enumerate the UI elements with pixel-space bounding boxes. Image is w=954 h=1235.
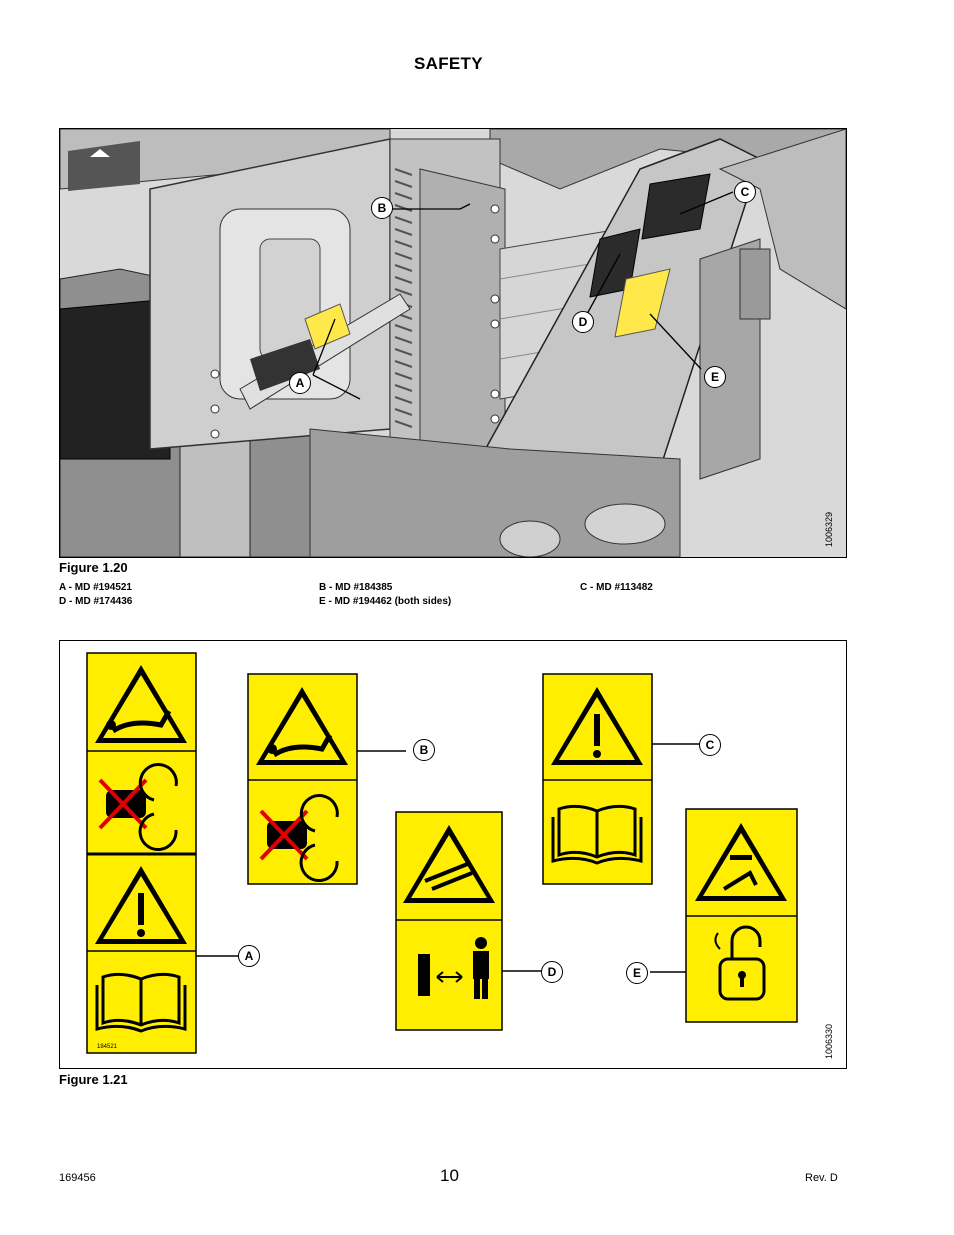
machine-drawing: [60, 129, 846, 557]
decal-callout-c: C: [699, 734, 721, 756]
figure-caption-1-21: Figure 1.21: [59, 1072, 128, 1087]
decal-callout-d: D: [541, 961, 563, 983]
page-number: 10: [440, 1166, 459, 1185]
callout-d: D: [572, 311, 594, 333]
legend-item-c: C - MD #113482: [580, 582, 653, 593]
legend-item-b: B - MD #184385: [319, 582, 393, 593]
image-id: 1006329: [824, 511, 834, 547]
decal-drawing: 184521: [86, 652, 798, 1054]
doc-number: 169456: [59, 1172, 96, 1184]
legend-item-e: E - MD #194462 (both sides): [319, 596, 452, 607]
figure-machine-illustration: B A C D E 1006329: [59, 128, 847, 558]
callout-a: A: [289, 372, 311, 394]
callout-e: E: [704, 366, 726, 388]
spring: [394, 168, 413, 428]
legend-item-a: A - MD #194521: [59, 582, 132, 593]
decal-a-code: 184521: [97, 1044, 118, 1050]
decal-d: [395, 811, 503, 1031]
decal-callout-e: E: [626, 962, 648, 984]
decal-b: [247, 673, 358, 885]
revision: Rev. D: [805, 1172, 838, 1184]
callout-c: C: [734, 181, 756, 203]
legend-item-d: D - MD #174436: [59, 596, 133, 607]
decal-e: [685, 808, 798, 1023]
callout-b: B: [371, 197, 393, 219]
decal-a: 184521: [86, 652, 197, 1054]
decal-callout-a: A: [238, 945, 260, 967]
figure-caption-1-20: Figure 1.20: [59, 560, 128, 575]
section-title: SAFETY: [414, 54, 483, 73]
image-id: 1006330: [824, 1023, 834, 1059]
figure-decals: 184521: [59, 640, 847, 1069]
decal-c: [542, 673, 653, 885]
decal-callout-b: B: [413, 739, 435, 761]
